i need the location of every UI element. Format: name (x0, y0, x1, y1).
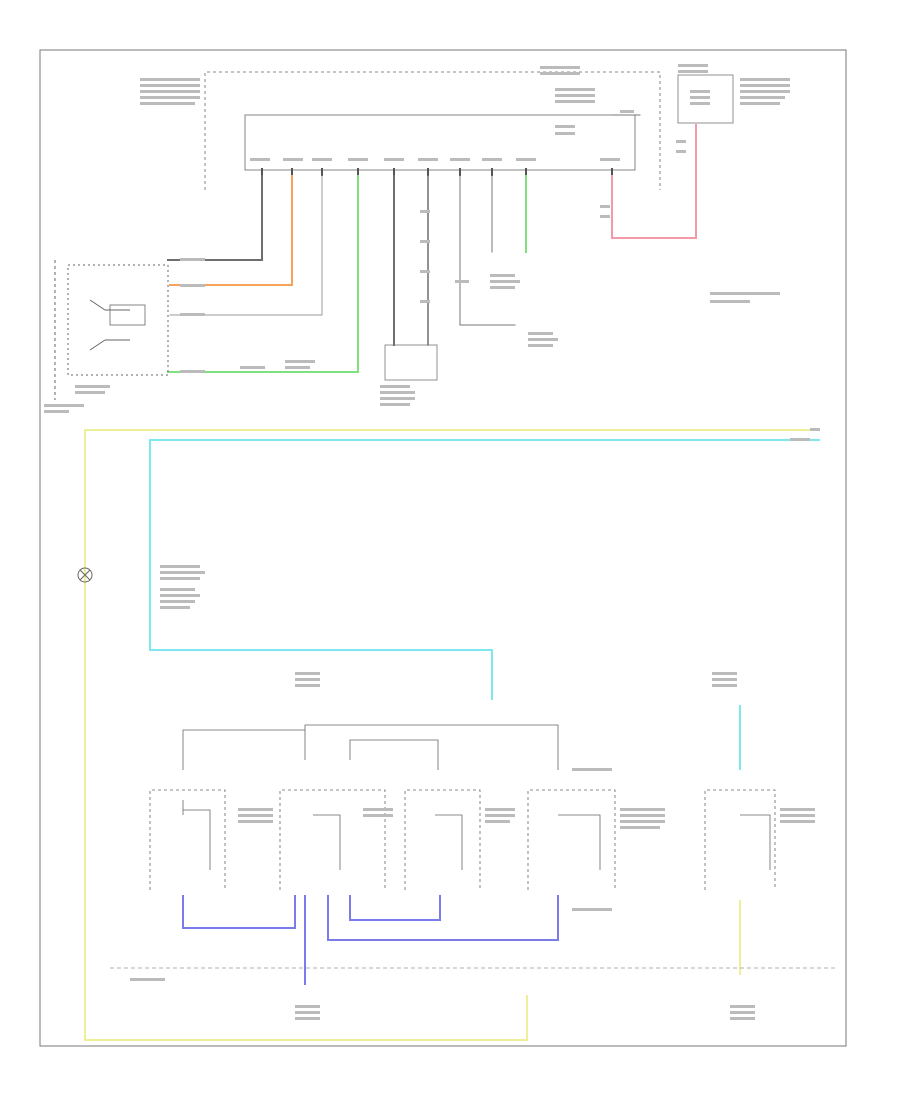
left-conn-labels (160, 428, 820, 609)
lamp-symbol (77, 567, 93, 583)
wire-gray-2 (459, 175, 516, 326)
top-module (204, 71, 661, 190)
mid-bus (84, 429, 820, 1041)
left-switch-labels (44, 258, 315, 413)
wire-green (167, 175, 359, 373)
wire-gray-1 (169, 175, 323, 316)
blue-wires (182, 895, 559, 985)
wire-blue-3 (349, 895, 441, 921)
ground-connector-mid (384, 344, 438, 381)
right-module (677, 74, 734, 124)
wire-black (167, 175, 263, 261)
wire-blue-2 (327, 895, 559, 941)
mid-labels (380, 210, 558, 406)
legend (710, 292, 780, 303)
top-module-labels (140, 66, 634, 161)
wire-blue-1 (182, 895, 296, 929)
bottom-connectors (149, 724, 776, 890)
wire-pink (611, 124, 697, 239)
right-module-labels (600, 64, 790, 218)
wire-cyan-main (149, 439, 820, 700)
bottom-labels (130, 672, 815, 1020)
wire-orange (169, 175, 293, 286)
top-wires (167, 114, 697, 373)
diagram-frame (39, 49, 847, 1047)
left-switch (54, 260, 169, 400)
wire-yellow-main (84, 429, 820, 1041)
